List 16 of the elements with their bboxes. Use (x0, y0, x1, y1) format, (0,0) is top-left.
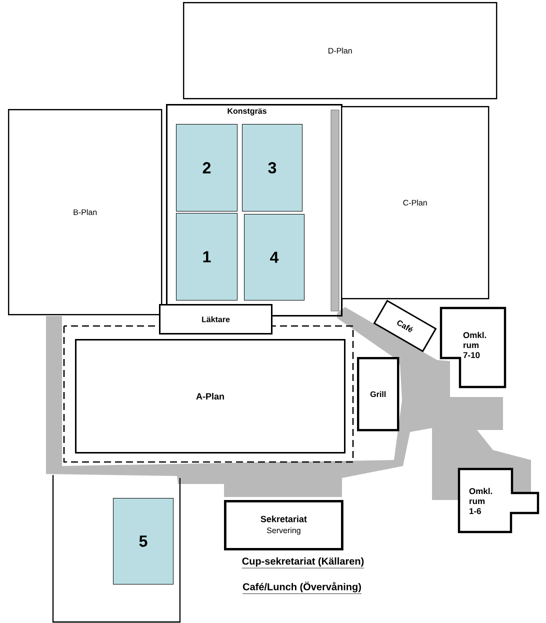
building-box: Sekretariat Servering (224, 500, 344, 550)
pitch-box: 4 (244, 214, 304, 300)
building-box: Omkl. rum 7-10 (440, 306, 506, 388)
building-box: Grill (357, 357, 400, 432)
pitch-box: 1 (176, 213, 238, 300)
building-box: Läktare (159, 304, 272, 334)
field-box: B-Plan (8, 109, 162, 316)
pitch-box: 2 (176, 124, 238, 212)
underlined-note: Café/Lunch (Övervåning) (242, 582, 362, 594)
pitch-box: 3 (242, 124, 302, 212)
building-box: Omkl. rum 1-6 (458, 468, 540, 534)
field-box: C-Plan (341, 106, 490, 300)
pitch-box: 5 (113, 498, 174, 584)
field-box: A-Plan (75, 339, 346, 454)
underlined-note: Cup-sekretariat (Källaren) (242, 557, 364, 568)
field-box: D-Plan (183, 2, 498, 100)
